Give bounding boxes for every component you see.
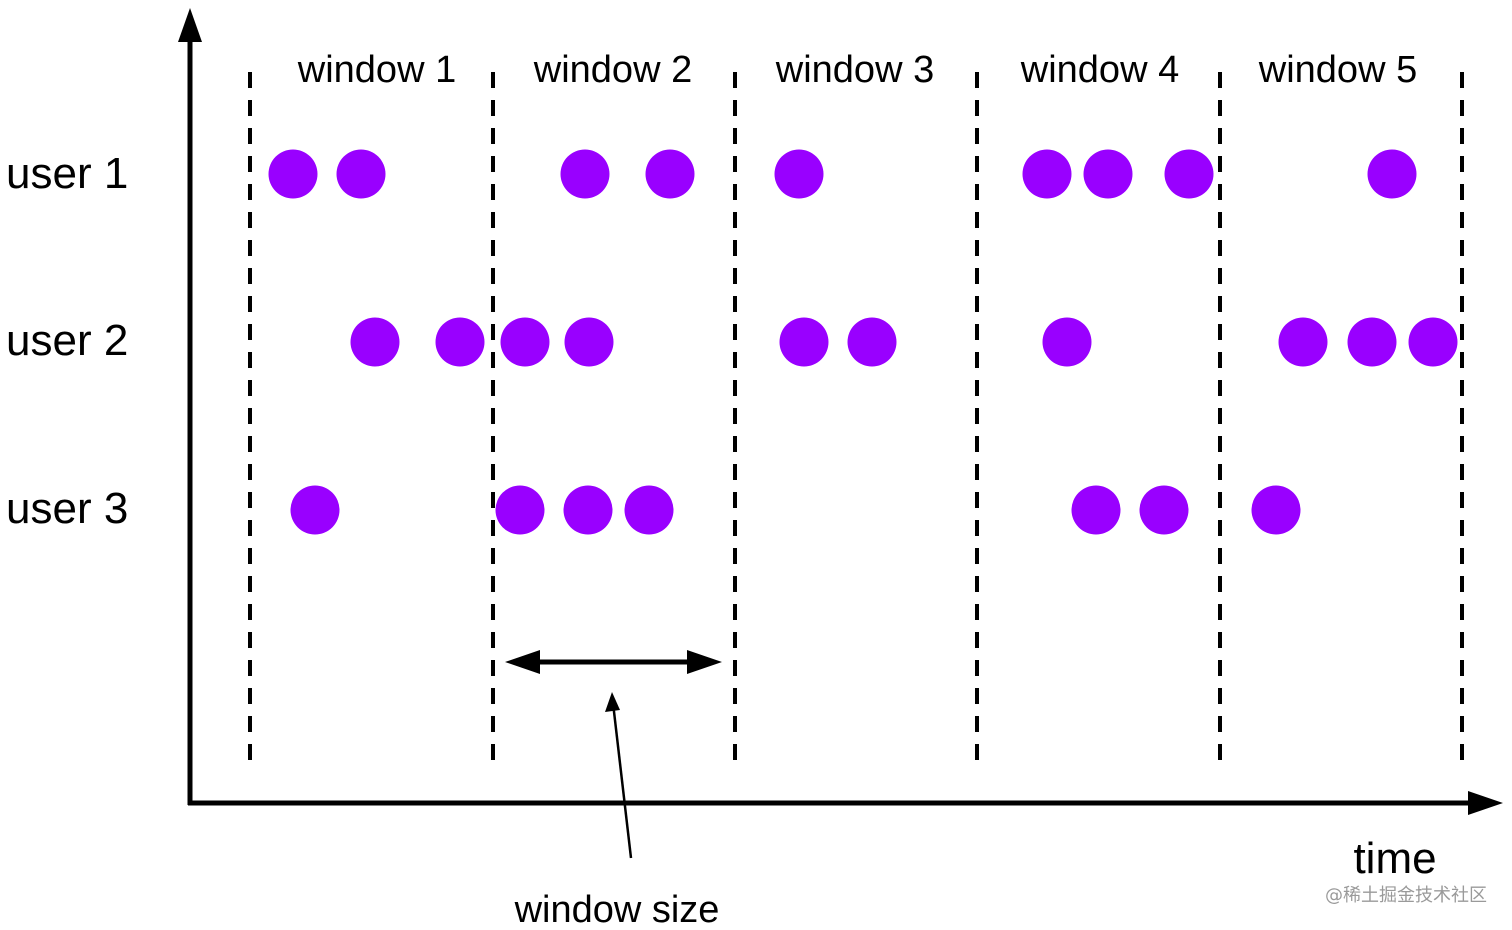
event-dot: [1278, 317, 1328, 367]
event-dot: [290, 485, 340, 535]
event-dot: [779, 317, 829, 367]
event-dot: [1083, 149, 1133, 199]
watermark: @稀土掘金技术社区: [1325, 885, 1487, 906]
event-dot: [350, 317, 400, 367]
user-3-events: [290, 485, 1301, 535]
event-dot: [500, 317, 550, 367]
event-dot: [1347, 317, 1397, 367]
user-2-events: [350, 317, 1458, 367]
event-dot: [847, 317, 897, 367]
user-1-events: [268, 149, 1417, 199]
user-label-1: user 1: [6, 149, 128, 198]
x-axis-arrowhead: [1468, 791, 1503, 815]
window-label-3: window 3: [775, 49, 934, 91]
event-dot: [624, 485, 674, 535]
window-size-label: window size: [514, 889, 720, 930]
event-dot: [1367, 149, 1417, 199]
event-dot: [1408, 317, 1458, 367]
window-size-pointer: [611, 702, 633, 859]
y-axis-arrowhead: [178, 8, 202, 42]
event-dot: [1071, 485, 1121, 535]
window-size-arrowhead-right: [687, 650, 722, 674]
window-label-1: window 1: [297, 49, 456, 91]
event-dot: [564, 317, 614, 367]
event-dot: [560, 149, 610, 199]
window-size-pointer-head: [605, 692, 620, 712]
event-dot: [336, 149, 386, 199]
event-dot: [774, 149, 824, 199]
user-label-2: user 2: [6, 316, 128, 365]
window-label-5: window 5: [1258, 49, 1417, 91]
event-dot: [435, 317, 485, 367]
event-dot: [1042, 317, 1092, 367]
window-boundaries: [248, 72, 1464, 762]
x-axis-label: time: [1353, 834, 1436, 883]
event-dot: [268, 149, 318, 199]
event-dot: [645, 149, 695, 199]
window-label-4: window 4: [1020, 49, 1179, 91]
event-dot: [1164, 149, 1214, 199]
event-dot: [1022, 149, 1072, 199]
event-dot: [495, 485, 545, 535]
event-dot: [1139, 485, 1189, 535]
window-label-2: window 2: [533, 49, 692, 91]
event-dot: [563, 485, 613, 535]
window-size-arrowhead-left: [505, 650, 540, 674]
user-label-3: user 3: [6, 484, 128, 533]
event-dot: [1251, 485, 1301, 535]
